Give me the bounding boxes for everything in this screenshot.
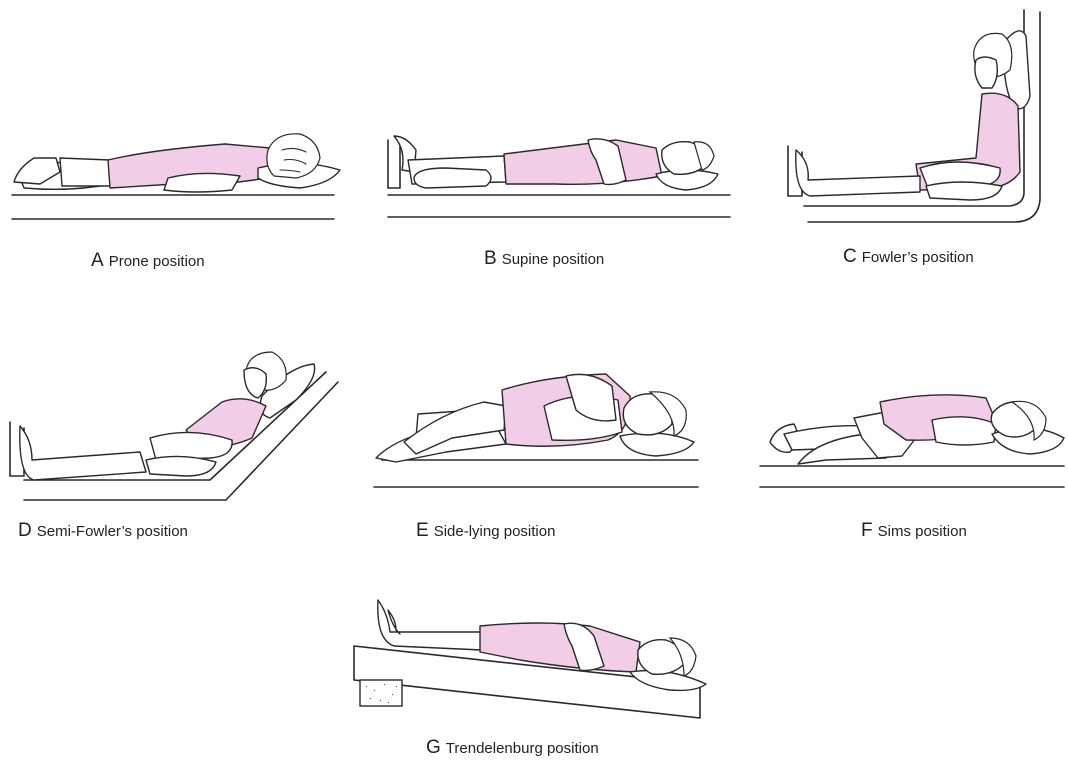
caption-prone: A Prone position: [91, 250, 205, 272]
caption-trendelenburg: G Trendelenburg position: [426, 737, 599, 759]
caption-label: Sims position: [878, 523, 967, 540]
panel-trendelenburg: [340, 580, 720, 730]
caption-label: Semi-Fowler’s position: [37, 523, 188, 540]
caption-letter: G: [426, 737, 441, 758]
caption-label: Supine position: [502, 251, 605, 268]
caption-label: Side-lying position: [434, 523, 556, 540]
caption-letter: B: [484, 248, 497, 269]
caption-letter: F: [861, 520, 873, 541]
panel-prone: [0, 0, 356, 290]
caption-side-lying: E Side-lying position: [416, 520, 555, 542]
caption-label: Trendelenburg position: [446, 740, 599, 757]
trendelenburg-illustration: [340, 580, 720, 730]
supine-illustration: [356, 0, 746, 290]
prone-illustration: [0, 0, 356, 290]
bed-block: [360, 680, 402, 706]
caption-label: Fowler’s position: [862, 249, 974, 266]
panel-supine: [356, 0, 746, 290]
caption-semi-fowlers: D Semi-Fowler’s position: [18, 520, 188, 542]
caption-fowlers: C Fowler’s position: [843, 246, 974, 268]
caption-letter: E: [416, 520, 429, 541]
caption-letter: C: [843, 246, 857, 267]
caption-letter: A: [91, 250, 104, 271]
caption-supine: B Supine position: [484, 248, 604, 270]
caption-letter: D: [18, 520, 32, 541]
caption-sims: F Sims position: [861, 520, 967, 542]
caption-label: Prone position: [109, 253, 205, 270]
